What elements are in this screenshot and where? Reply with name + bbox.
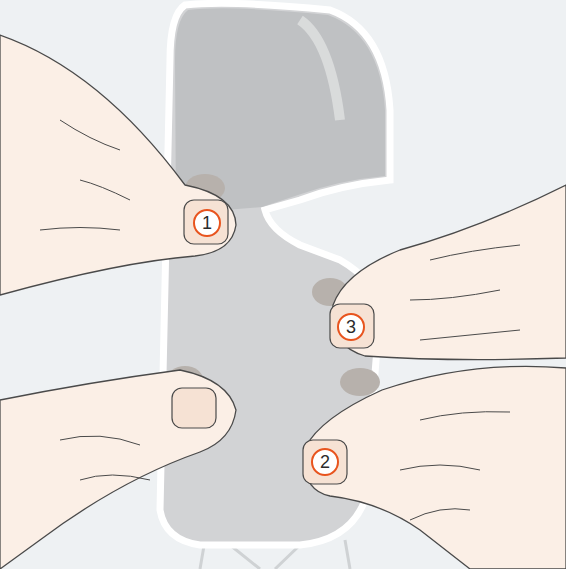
- hand: [0, 370, 236, 569]
- hand: [0, 35, 236, 295]
- hand-crease: [40, 120, 130, 230]
- thumbnail: [330, 304, 374, 348]
- callout-number: 1: [193, 209, 221, 237]
- lens-reflection: [300, 20, 340, 120]
- thumbnail: [184, 200, 228, 244]
- thumbnail: [303, 440, 347, 484]
- hand-crease: [410, 245, 520, 340]
- thumbnail: [172, 388, 216, 428]
- callout-number: 3: [337, 313, 365, 341]
- hand-crease: [60, 436, 150, 480]
- hand-crease: [400, 412, 510, 520]
- callout-number: 2: [311, 448, 339, 476]
- lens-area: [175, 8, 385, 214]
- finger-shadow: [340, 368, 380, 396]
